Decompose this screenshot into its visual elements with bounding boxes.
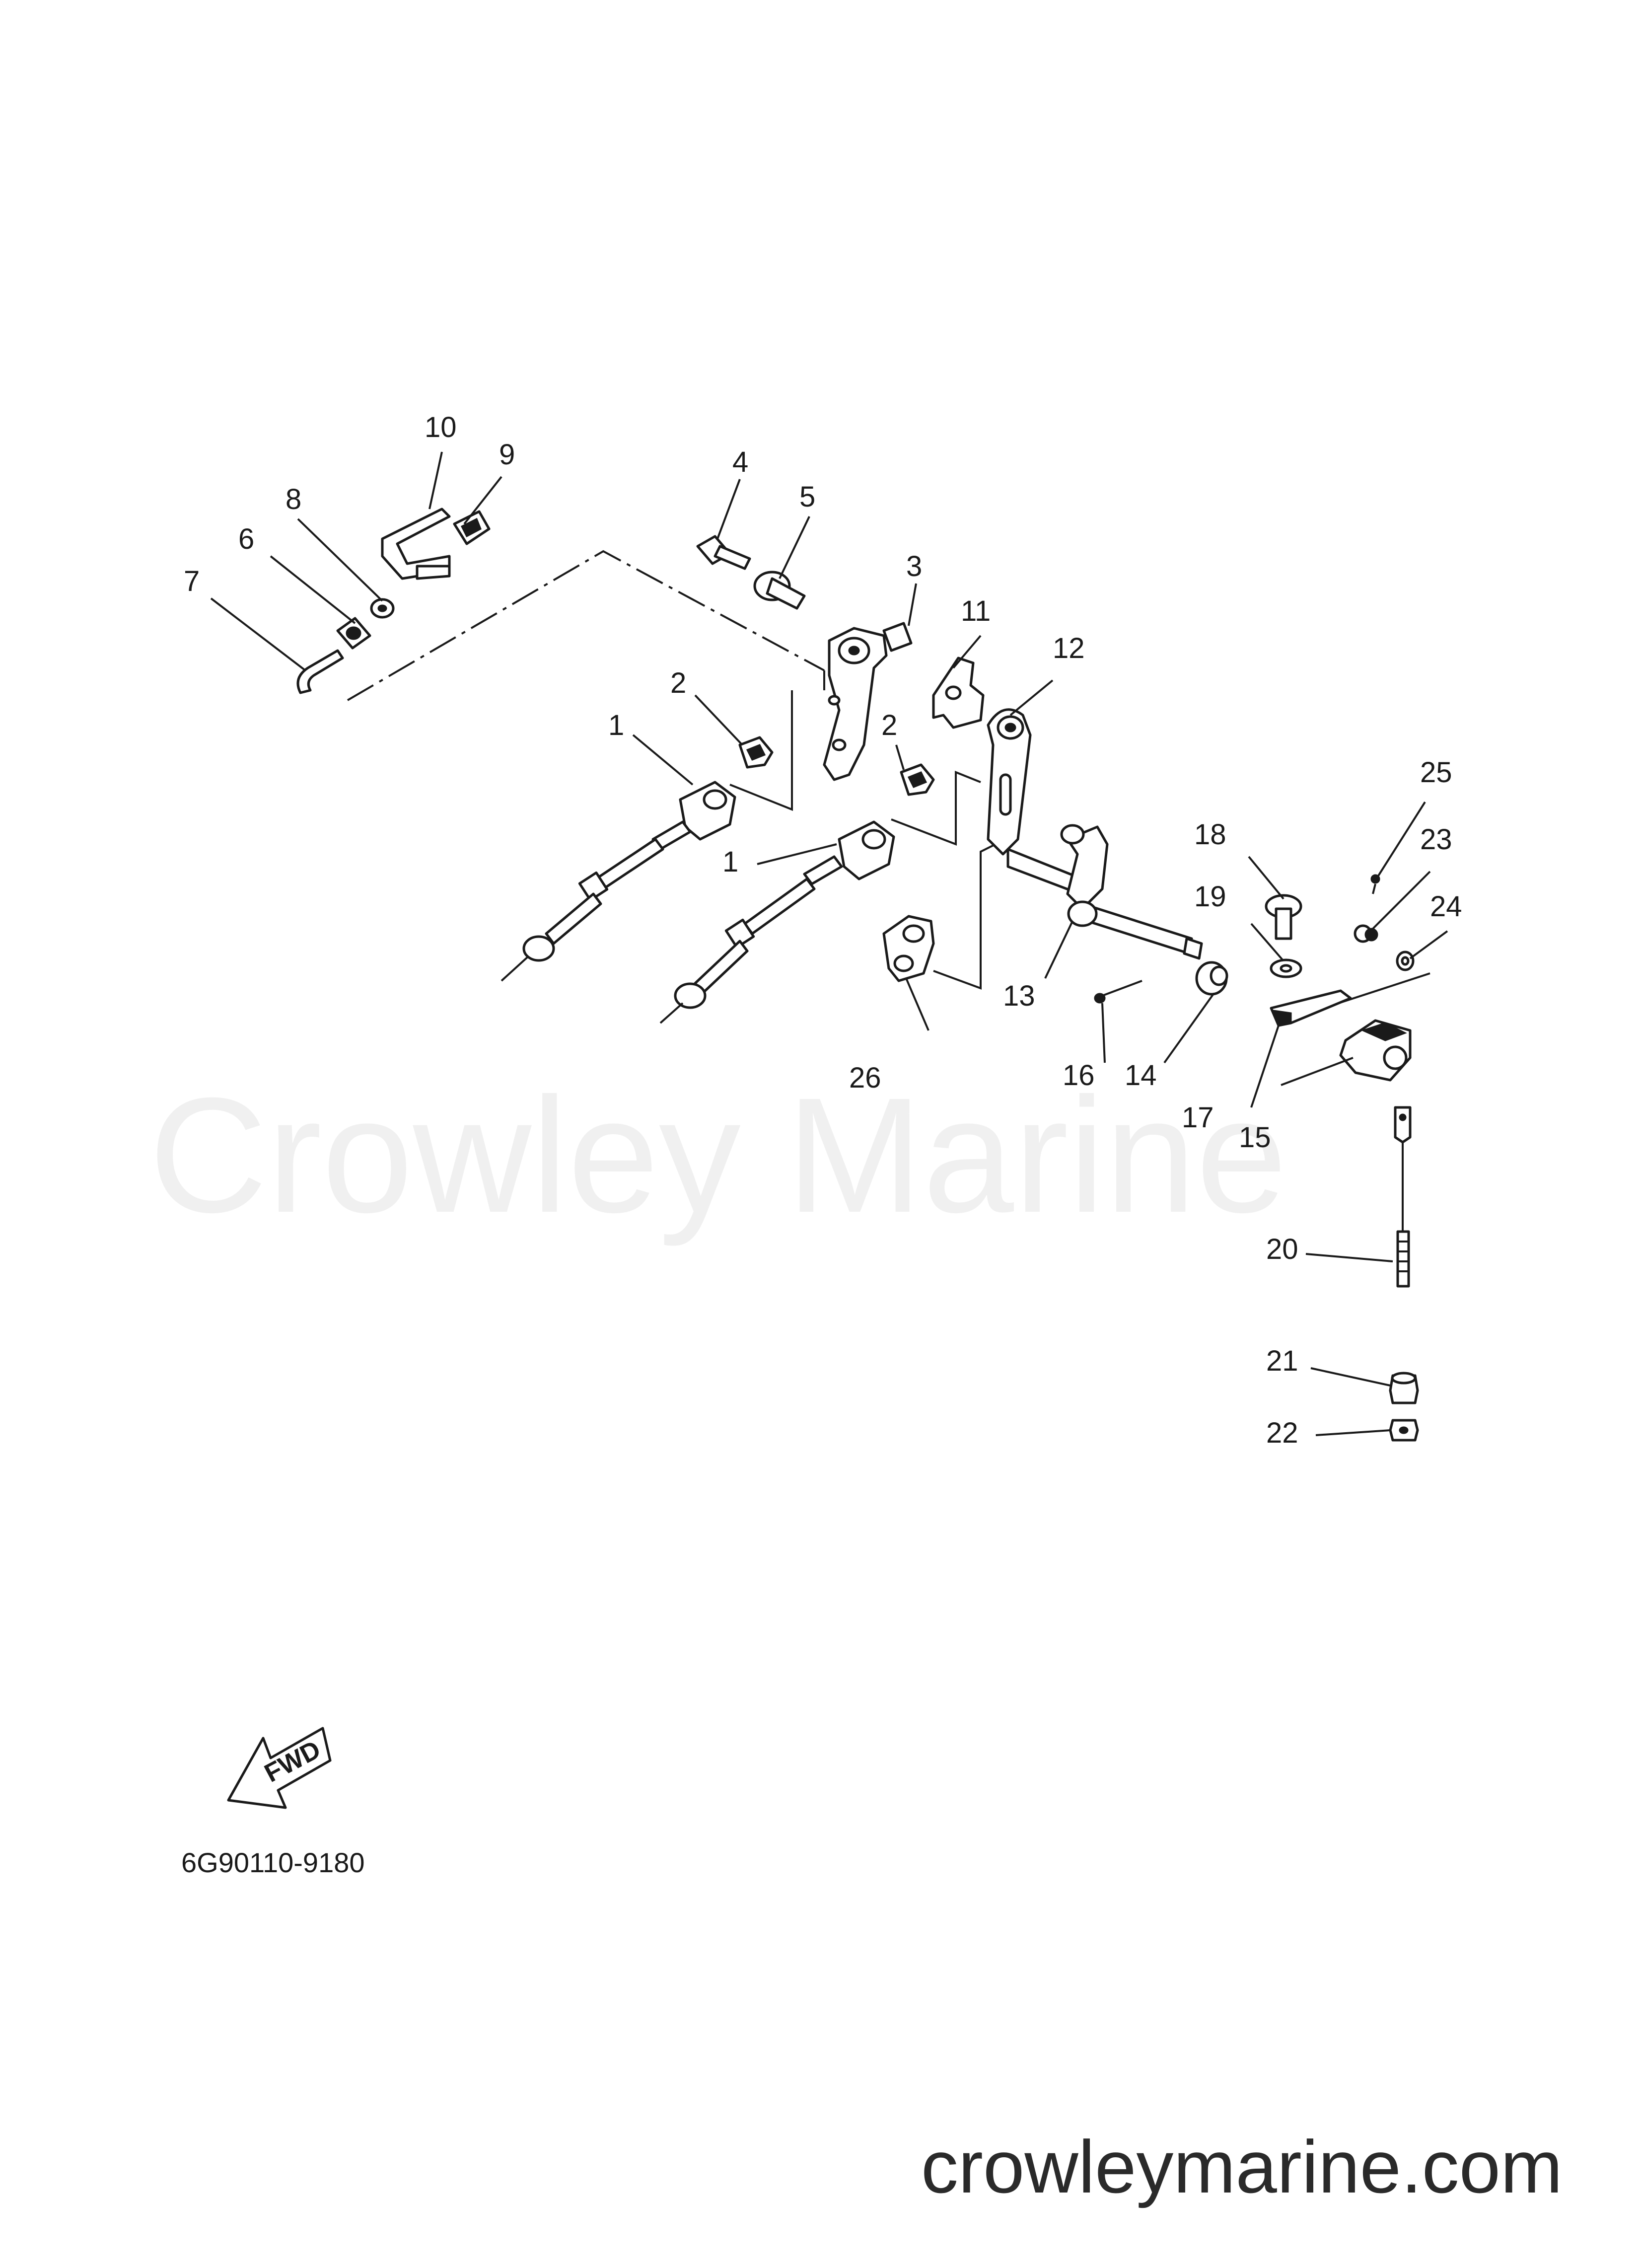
leader-lines [210,451,1448,1436]
callout-2: 2 [881,709,897,741]
callout-17: 17 [1182,1101,1214,1134]
callout-16: 16 [1063,1059,1095,1092]
part-3-lever [823,622,913,781]
part-6-joint [336,617,371,650]
part-26-holder [882,915,935,982]
fwd-arrow-icon: FWD [227,1727,332,1809]
part-5-collar [753,571,806,610]
part-11-plate [932,657,985,729]
part-17-plate [1270,989,1352,1027]
part-14-bushing [1195,961,1228,996]
part-21-nut [1389,1372,1419,1404]
part-4-bolt [696,535,751,570]
part-16-pin [1094,980,1142,1004]
callout-15: 15 [1239,1121,1271,1154]
callout-18: 18 [1194,818,1226,851]
callout-10: 10 [425,411,457,443]
part-2-clip-b [900,763,935,796]
callout-25: 25 [1420,756,1452,789]
part-10-fitting [381,508,451,580]
callout-labels: 1 1 2 2 3 4 5 6 7 8 9 10 11 12 13 14 15 … [184,411,1462,1449]
callout-4: 4 [732,446,748,478]
callout-1: 1 [608,709,624,741]
callout-6: 6 [238,523,254,555]
part-19-washer [1270,958,1302,978]
part-13-shaft [1006,824,1203,960]
callout-7: 7 [184,565,200,597]
callout-3: 3 [906,550,922,583]
drawing-code: 6G90110-9180 [181,1847,365,1878]
callout-23: 23 [1420,823,1452,856]
part-25-pin [1370,874,1380,894]
part-15-joint [1339,1019,1412,1082]
watermark-text: Crowley Marine [149,1063,1287,1247]
part-22-nut [1389,1419,1419,1442]
part-1-joint-b [659,820,895,1024]
callout-19: 19 [1194,880,1226,913]
callout-9: 9 [499,439,515,471]
part-12-arm [987,708,1032,856]
part-9-clip [453,510,491,545]
callout-12: 12 [1053,632,1085,664]
callout-11: 11 [961,595,991,627]
callout-24: 24 [1430,890,1462,923]
callout-8: 8 [286,483,301,515]
part-8-nut [370,598,395,619]
assembly-lines [347,550,1430,1012]
part-24-washer [1396,951,1415,971]
callout-5: 5 [799,481,815,513]
callout-21: 21 [1266,1345,1298,1377]
callout-13: 13 [1003,980,1035,1012]
callout-2: 2 [670,667,686,699]
part-1-joint-a [500,781,736,982]
callout-22: 22 [1266,1417,1298,1449]
part-18-bolt [1265,894,1302,940]
callout-26: 26 [849,1062,881,1094]
part-2-clip-a [738,736,774,769]
callout-14: 14 [1125,1059,1157,1092]
part-20-rod [1394,1106,1412,1288]
part-23-pin [1354,924,1378,943]
site-url: crowleymarine.com [921,2125,1563,2208]
part-7-hook [296,649,344,694]
callout-20: 20 [1266,1233,1298,1265]
callout-1: 1 [722,846,738,878]
